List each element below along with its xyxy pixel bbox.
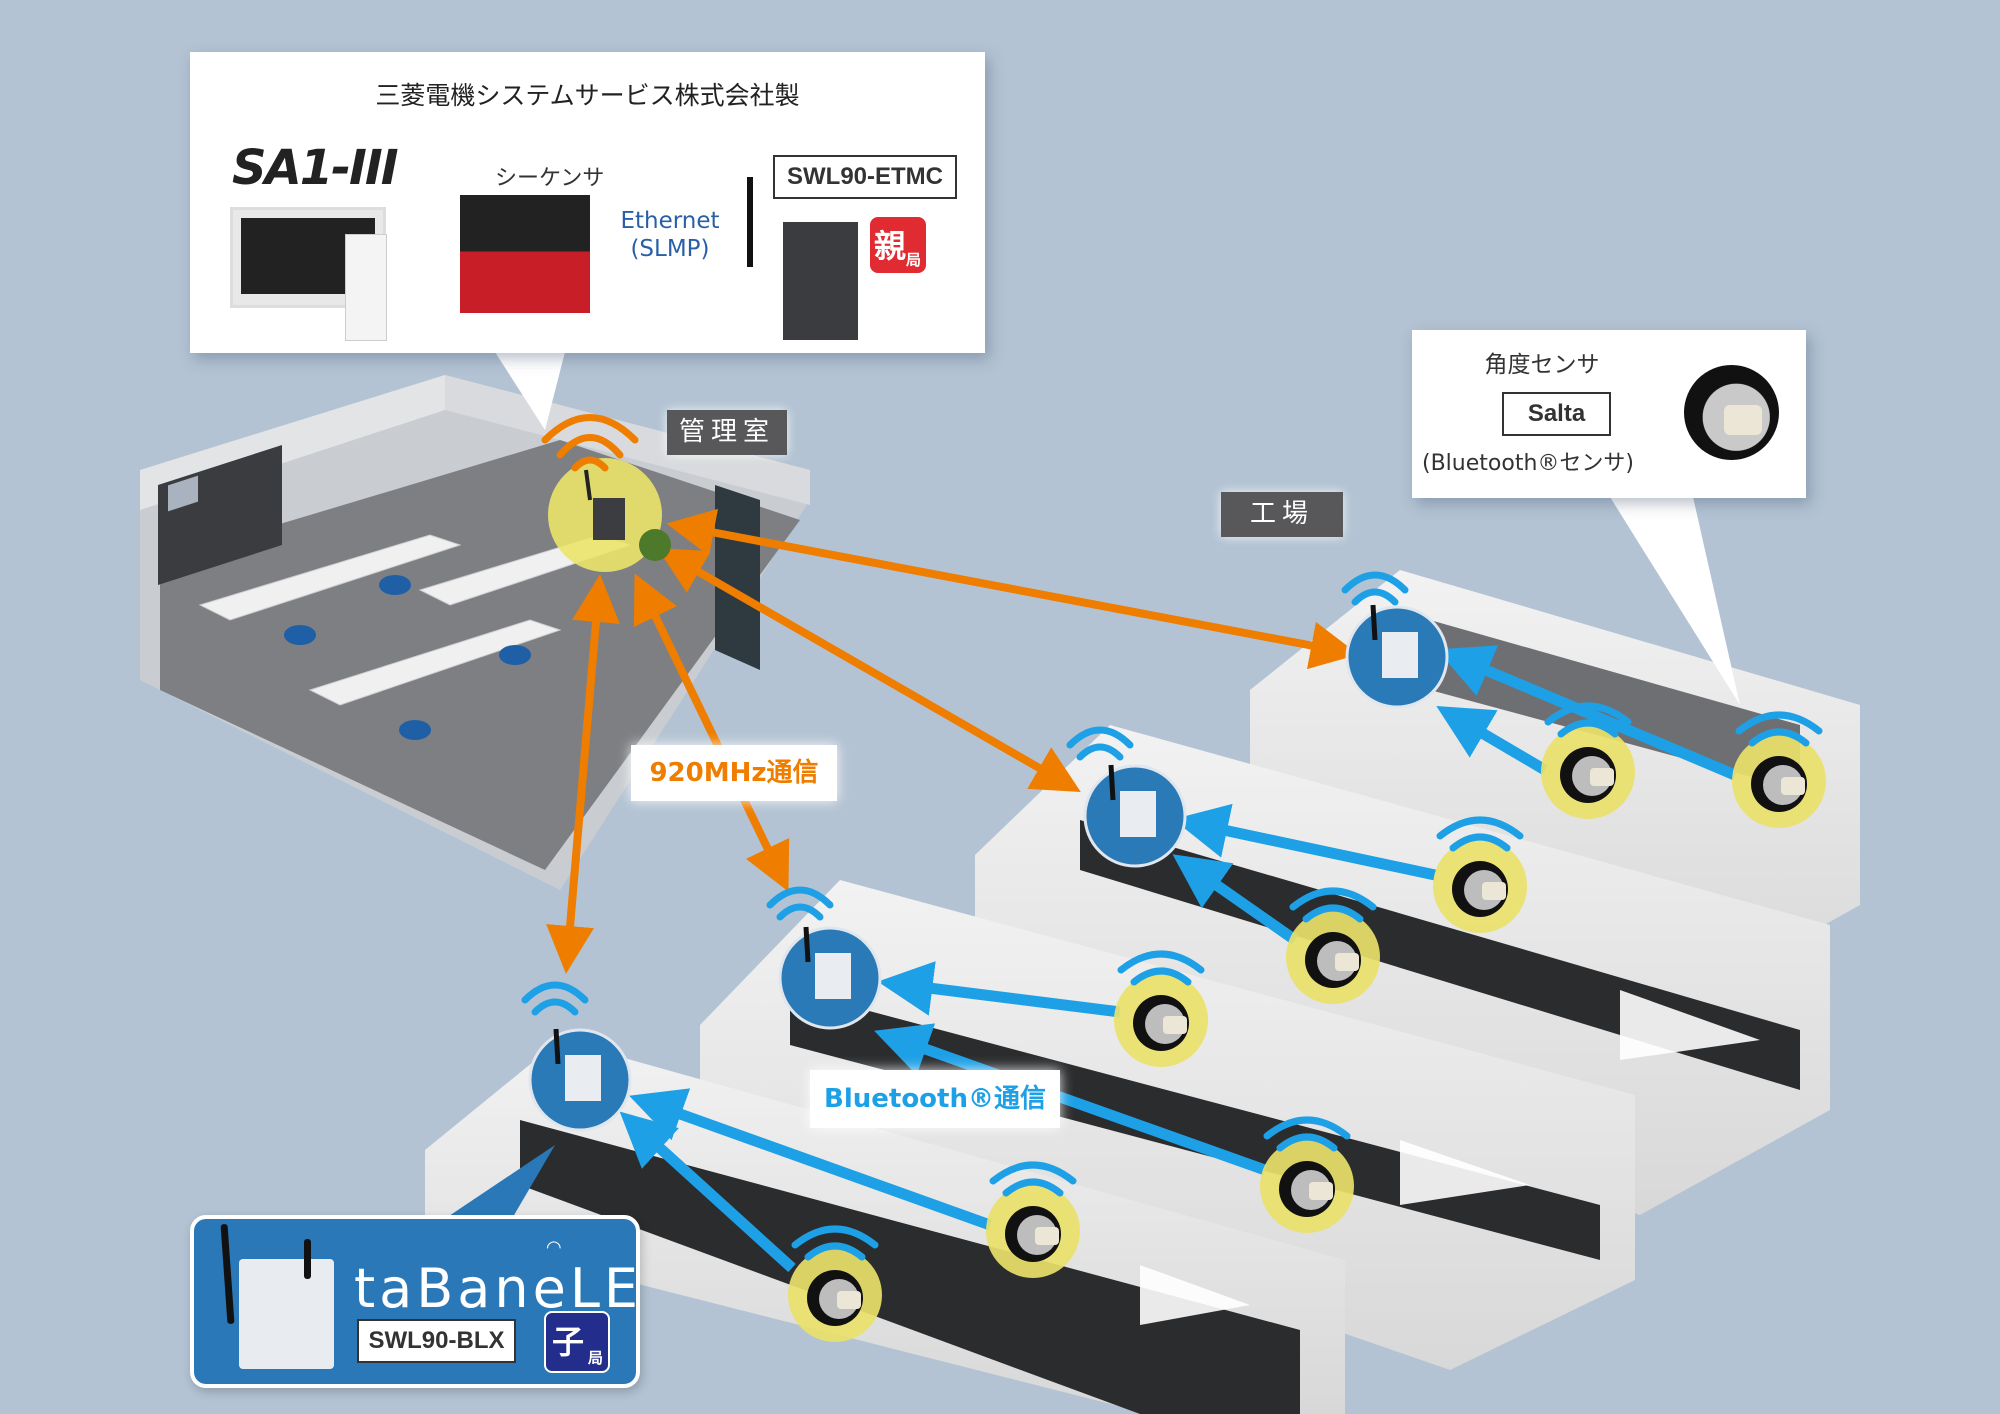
child-node[interactable] [521,981,632,1132]
child-station-callout: ◠ taBaneLE SWL90-BLX 子 局 [190,1215,640,1388]
plant-icon [639,529,671,561]
sa1-logo: SA1-III [232,140,399,196]
child-node[interactable] [1341,571,1449,709]
gateway-model-box: SWL90-ETMC [773,155,957,199]
arrows-bluetooth [619,645,1738,1273]
wifi-icon [1289,887,1377,923]
sensor-callout-subtitle: (Bluetooth®センサ) [1422,451,1634,476]
ethernet-label: Ethernet (SLMP) [610,207,730,263]
wifi-icon [1263,1116,1351,1152]
parent-node[interactable] [541,414,671,573]
arrow-920-to-line1 [666,508,1359,670]
sensor-callout-title: 角度センサ [1484,352,1600,378]
arrow-920-to-line3 [633,573,790,892]
angle-sensor-node[interactable] [1433,816,1527,933]
child-model-box: SWL90-BLX [357,1319,516,1363]
sensor-callout: 角度センサ Salta (Bluetooth®センサ) [1412,330,1806,498]
sensors [788,702,1826,1342]
parent-station-badge: 親 局 [870,217,926,273]
arrow-920-to-line4 [546,574,620,974]
arrows-920mhz [546,508,1359,974]
wifi-icon: ◠ [546,1237,562,1258]
door [715,485,760,670]
wifi-icon [541,414,639,472]
ethernet-label-line1: Ethernet [620,208,720,234]
plc-icon [460,195,590,313]
gateway-device-image [783,222,858,340]
plc-label: シーケンサ [495,166,605,191]
wifi-icon [1436,816,1524,852]
angle-sensor-image [1684,365,1779,460]
angle-sensor-node[interactable] [788,1225,882,1342]
system-callout: 三菱電機システムサービス株式会社製 SA1-III シーケンサ Ethernet… [190,52,985,353]
office-chairs [284,575,531,740]
child-device-image [239,1259,334,1369]
wifi-icon [989,1161,1077,1197]
product-name: taBaneLE [354,1257,643,1320]
angle-sensor-node[interactable] [1114,950,1208,1067]
parent-station-badge-sub: 局 [905,251,921,269]
manufacturer-title: 三菱電機システムサービス株式会社製 [375,81,800,110]
child-nodes [521,571,1449,1132]
top-callout-tail [495,352,565,430]
monitor-wall [158,445,282,585]
wifi-icon [1117,950,1205,986]
antenna-icon [747,177,753,267]
label-920mhz: 920MHz通信 [631,745,837,801]
gateway-device-icon [593,498,625,540]
sensor-callout-tail [1610,497,1740,705]
angle-sensor-node[interactable] [1260,1116,1354,1233]
pc-tower-icon [345,234,387,341]
parent-station-badge-main: 親 [874,227,907,265]
label-bluetooth: Bluetooth®通信 [810,1070,1060,1128]
child-callout-tail [440,1145,555,1222]
child-node[interactable] [1066,726,1187,868]
wifi-icon [791,1225,879,1261]
control-room-tag: 管理室 [667,410,787,455]
angle-sensor-node[interactable] [986,1161,1080,1278]
wifi-icon [1735,711,1823,747]
sensor-model-box: Salta [1502,392,1611,436]
ethernet-label-line2: (SLMP) [630,236,710,262]
antenna-icon [220,1223,235,1325]
angle-sensor-node[interactable] [1732,711,1826,828]
child-station-badge: 子 局 [544,1311,610,1373]
wifi-icon [1544,702,1632,738]
antenna-icon [304,1239,311,1279]
ethernet-line [400,273,790,277]
child-node[interactable] [766,886,882,1030]
child-station-badge-sub: 局 [587,1349,603,1367]
child-station-badge-main: 子 [552,1323,585,1361]
angle-sensor-node[interactable] [1541,702,1635,819]
angle-sensor-node[interactable] [1286,887,1380,1004]
factory-tag: 工場 [1221,492,1343,537]
